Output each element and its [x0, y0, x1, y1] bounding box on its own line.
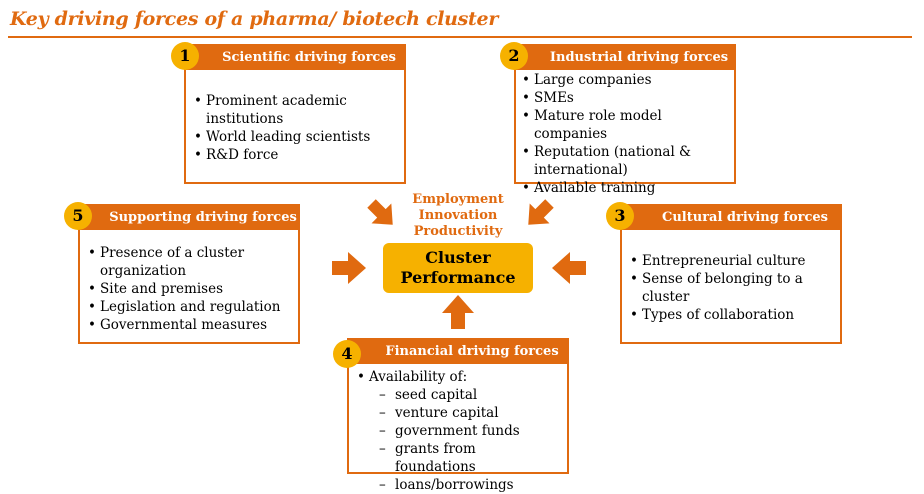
financial-forces-box: Financial driving forces Availability of…: [347, 338, 569, 494]
list-item: R&D force: [194, 146, 396, 164]
industrial-forces-title: Industrial driving forces: [516, 46, 734, 70]
badge-number-4: 4: [333, 340, 361, 368]
list-item: Sense of belonging to a cluster: [630, 270, 832, 306]
center-line-1: Cluster: [425, 248, 491, 267]
industrial-forces-list: Large companies SMEs Mature role model c…: [522, 71, 732, 197]
performance-drivers: Employment Innovation Productivity: [383, 192, 533, 240]
list-item: World leading scientists: [194, 128, 396, 146]
badge-number-2: 2: [500, 42, 528, 70]
driver-innovation: Innovation: [418, 208, 498, 223]
list-item-lead: Availability of:: [357, 368, 559, 386]
arrow-from-industrial: [528, 199, 554, 225]
list-item: Large companies: [522, 71, 732, 89]
arrow-from-supporting: [332, 252, 366, 284]
list-item: Prominent academic institutions: [194, 92, 396, 128]
arrow-from-cultural: [552, 252, 586, 284]
list-item: government funds: [379, 422, 559, 440]
list-item: Types of collaboration: [630, 306, 832, 324]
list-item: venture capital: [379, 404, 559, 422]
driver-employment: Employment: [412, 192, 504, 207]
arrow-from-scientific: [367, 199, 393, 225]
scientific-forces-box: Scientific driving forces Prominent acad…: [184, 44, 406, 184]
supporting-forces-box: Supporting driving forces Presence of a …: [78, 204, 300, 344]
list-item: SMEs: [522, 89, 732, 107]
badge-number-1: 1: [171, 42, 199, 70]
center-line-2: Performance: [400, 268, 516, 287]
supporting-forces-list: Presence of a cluster organization Site …: [88, 244, 290, 334]
title-divider: [8, 36, 912, 38]
list-item: Available training: [522, 179, 732, 197]
list-item: Mature role model companies: [522, 107, 732, 143]
scientific-forces-list: Prominent academic institutions World le…: [194, 92, 396, 164]
list-item: Site and premises: [88, 280, 290, 298]
cultural-forces-box: Cultural driving forces Entrepreneurial …: [620, 204, 842, 344]
diagram-title: Key driving forces of a pharma/ biotech …: [10, 8, 499, 30]
list-item: grants from foundations: [379, 440, 559, 476]
scientific-forces-title: Scientific driving forces: [186, 46, 404, 70]
list-item: Reputation (national & international): [522, 143, 732, 179]
financial-forces-list: Availability of:: [357, 368, 559, 386]
industrial-forces-box: Industrial driving forces Large companie…: [514, 44, 736, 197]
list-item: seed capital: [379, 386, 559, 404]
list-item: Legislation and regulation: [88, 298, 290, 316]
cultural-forces-title: Cultural driving forces: [622, 206, 840, 230]
badge-number-3: 3: [606, 202, 634, 230]
list-item: Governmental measures: [88, 316, 290, 334]
arrows-layer: [332, 199, 586, 329]
list-item: loans/borrowings: [379, 476, 559, 494]
badge-number-5: 5: [64, 202, 92, 230]
list-item: Entrepreneurial culture: [630, 252, 832, 270]
supporting-forces-title: Supporting driving forces: [80, 206, 298, 230]
cluster-performance-box: Cluster Performance: [383, 243, 533, 293]
list-item: Presence of a cluster organization: [88, 244, 290, 280]
cultural-forces-list: Entrepreneurial culture Sense of belongi…: [630, 252, 832, 324]
arrow-from-financial: [442, 295, 474, 329]
financial-forces-title: Financial driving forces: [349, 340, 567, 364]
driver-productivity: Productivity: [413, 224, 503, 239]
